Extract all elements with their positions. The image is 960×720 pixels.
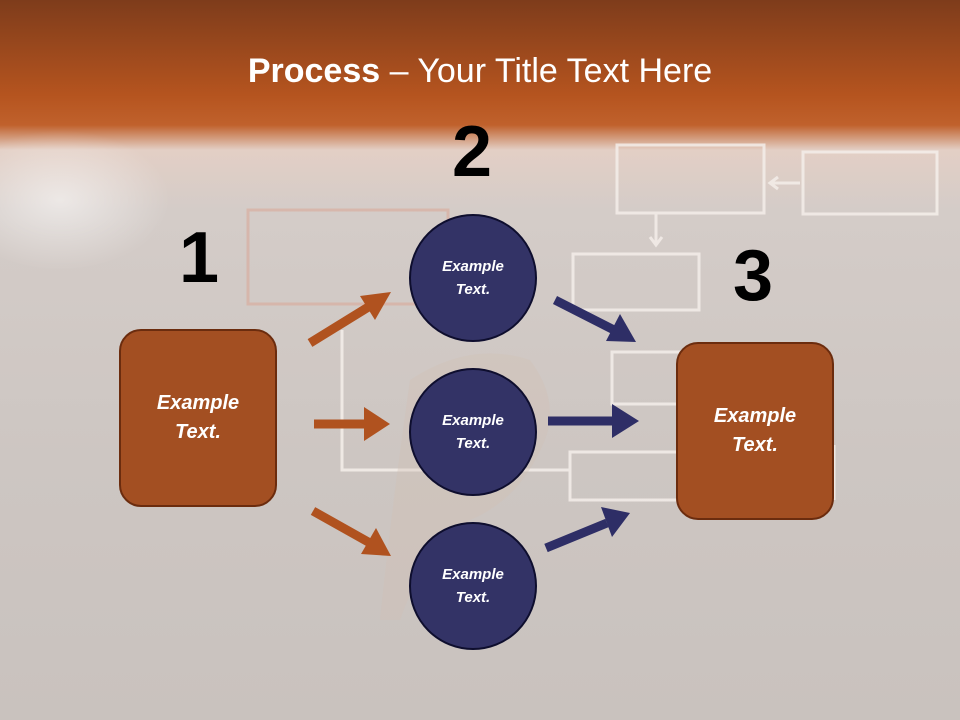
circle-1-line-2: Text. bbox=[455, 281, 491, 298]
step-number-3: 3 bbox=[732, 236, 774, 316]
circle-node-2: Example Text. bbox=[409, 368, 537, 496]
arrow-left-to-circle-3 bbox=[310, 507, 391, 556]
step-number-2: 2 bbox=[451, 112, 493, 192]
right-box-line-1: Example bbox=[713, 405, 797, 427]
arrow-left-to-circle-2 bbox=[314, 407, 390, 441]
arrow-circle-1-to-right bbox=[552, 295, 636, 342]
step-number-1: 1 bbox=[178, 218, 220, 298]
circle-node-3: Example Text. bbox=[409, 522, 537, 650]
right-process-box: Example Text. bbox=[676, 342, 834, 520]
left-box-line-1: Example bbox=[156, 392, 240, 414]
arrow-circle-2-to-right bbox=[548, 404, 639, 438]
circle-3-line-1: Example bbox=[442, 566, 504, 583]
arrow-circle-3-to-right bbox=[544, 507, 630, 553]
left-process-box: Example Text. bbox=[119, 329, 277, 507]
circle-1-line-1: Example bbox=[442, 258, 504, 275]
title-rest: – Your Title Text Here bbox=[380, 52, 713, 90]
circle-2-line-2: Text. bbox=[455, 435, 491, 452]
circle-3-line-2: Text. bbox=[455, 589, 491, 606]
slide-title: Process – Your Title Text Here bbox=[0, 52, 960, 91]
left-box-line-2: Text. bbox=[175, 421, 221, 443]
arrow-left-to-circle-1 bbox=[307, 292, 391, 347]
circle-2-line-1: Example bbox=[442, 412, 504, 429]
right-box-line-2: Text. bbox=[732, 434, 778, 456]
title-bold: Process bbox=[247, 52, 381, 90]
circle-node-1: Example Text. bbox=[409, 214, 537, 342]
